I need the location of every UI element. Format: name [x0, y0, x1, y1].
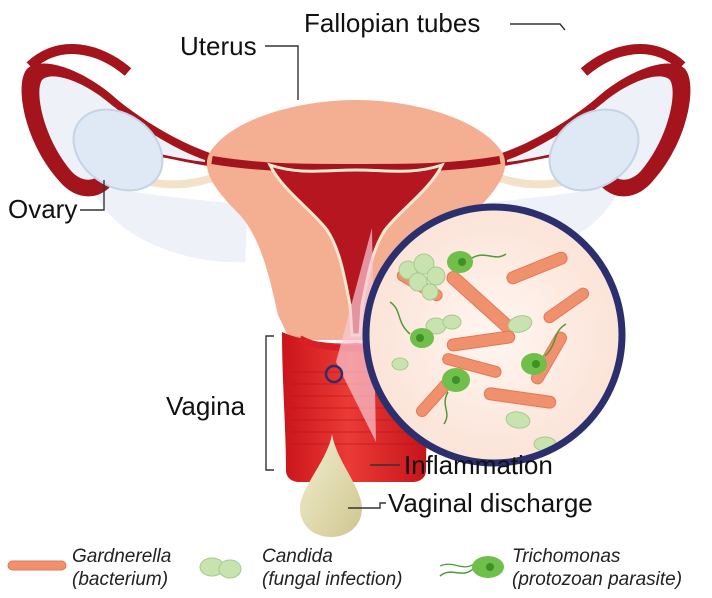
label-ovary: Ovary	[8, 194, 77, 224]
label-vagina: Vagina	[166, 391, 246, 421]
label-uterus: Uterus	[180, 31, 257, 61]
legend-gardnerella-line1: Gardnerella	[72, 546, 171, 567]
gardnerella-icon	[8, 561, 66, 570]
label-inflammation: Inflammation	[404, 450, 553, 480]
legend-trichomonas-line2: (protozoan parasite)	[512, 569, 682, 590]
candida-icon	[200, 558, 241, 578]
legend-candida-line1: Candida	[262, 546, 333, 567]
trichomonas-icon	[440, 556, 504, 578]
legend-candida-line2: (fungal infection)	[262, 569, 402, 590]
label-fallopian-tubes: Fallopian tubes	[304, 8, 480, 38]
label-vaginal-discharge: Vaginal discharge	[388, 488, 593, 518]
legend-gardnerella-line2: (bacterium)	[72, 569, 168, 590]
legend-trichomonas-line1: Trichomonas	[512, 546, 621, 567]
legend: Gardnerella (bacterium) Candida (fungal …	[8, 546, 682, 590]
magnifier	[366, 207, 622, 463]
